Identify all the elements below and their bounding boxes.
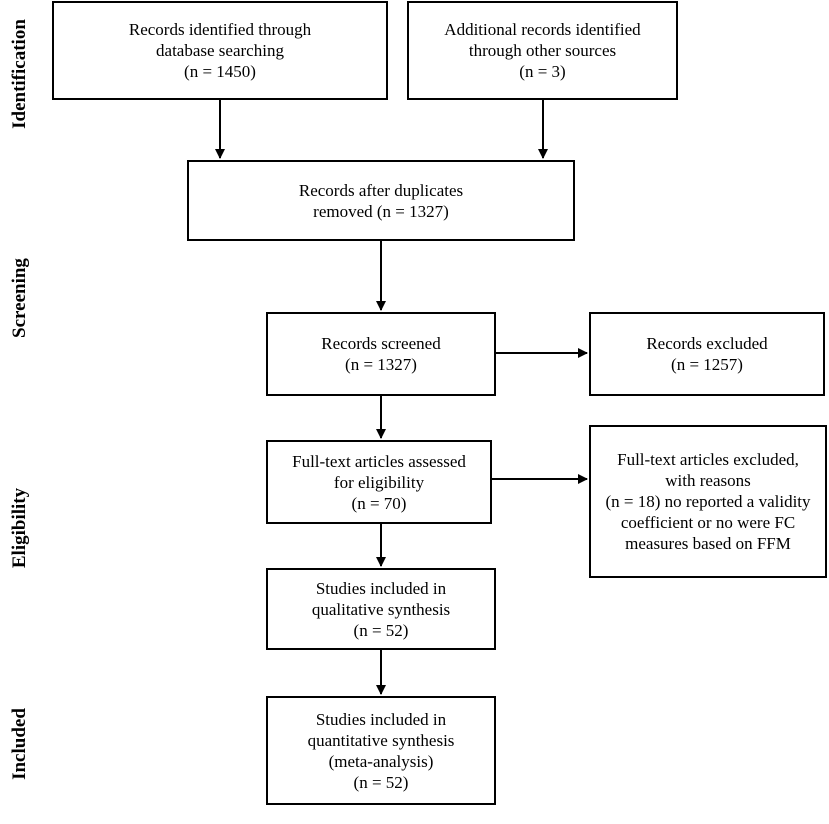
box-database-records: Records identified through database sear… bbox=[52, 1, 388, 100]
line: (n = 1450) bbox=[184, 62, 256, 81]
line: (n = 1327) bbox=[345, 355, 417, 374]
line: (n = 52) bbox=[353, 620, 409, 640]
line: Records screened bbox=[321, 334, 441, 353]
line: Records identified through bbox=[128, 20, 312, 39]
line: Studies included in bbox=[315, 709, 447, 729]
line: qualitative synthesis bbox=[311, 599, 451, 619]
line: (n = 18) no reported a validity bbox=[605, 492, 811, 511]
box-quantitative: Studies included in quantitative synthes… bbox=[266, 696, 496, 805]
line: database searching bbox=[156, 41, 284, 60]
box-qualitative: Studies included in qualitative synthesi… bbox=[266, 568, 496, 650]
line: measures based on FFM bbox=[625, 534, 791, 553]
box-after-duplicates: Records after duplicates removed (n = 13… bbox=[187, 160, 575, 241]
line: through other sources bbox=[468, 41, 617, 60]
line: for eligibility bbox=[333, 472, 425, 492]
box-excluded: Records excluded (n = 1257) bbox=[589, 312, 825, 396]
line: (n = 1257) bbox=[671, 355, 743, 374]
line: (n = 3) bbox=[519, 62, 566, 81]
box-other-records: Additional records identified through ot… bbox=[407, 1, 678, 100]
line: Full-text articles assessed bbox=[292, 451, 466, 471]
line: quantitative synthesis bbox=[307, 730, 455, 750]
box-fulltext-assessed: Full-text articles assessed for eligibil… bbox=[266, 440, 492, 524]
line: (n = 52) bbox=[353, 772, 409, 792]
line: Studies included in bbox=[315, 578, 447, 598]
line: with reasons bbox=[665, 471, 751, 490]
box-screened: Records screened (n = 1327) bbox=[266, 312, 496, 396]
line: coefficient or no were FC bbox=[620, 513, 796, 532]
line: Full-text articles excluded, bbox=[617, 450, 799, 469]
line: (n = 70) bbox=[351, 493, 407, 513]
line: Additional records identified bbox=[444, 20, 641, 39]
line: Records excluded bbox=[646, 334, 768, 353]
line: Records after duplicates bbox=[298, 180, 464, 200]
box-fulltext-excluded: Full-text articles excluded, with reason… bbox=[589, 425, 827, 578]
line: (meta-analysis) bbox=[328, 751, 434, 771]
line: removed (n = 1327) bbox=[313, 201, 449, 221]
